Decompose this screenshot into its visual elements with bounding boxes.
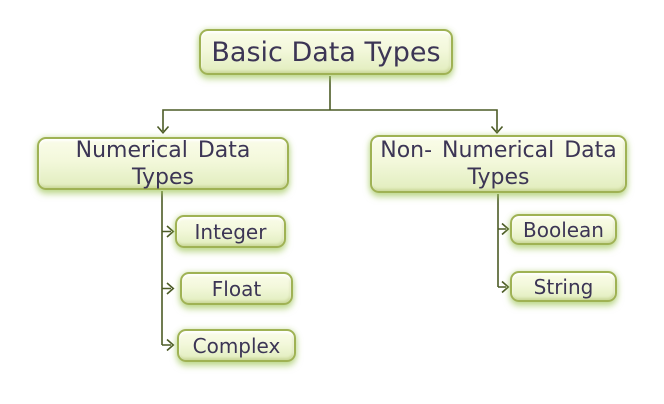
node-complex: Complex — [177, 329, 296, 362]
node-numerical-data-types: Numerical Data Types — [37, 137, 289, 190]
node-float-label: Float — [211, 276, 262, 301]
node-basic-data-types-label: Basic Data Types — [211, 36, 441, 68]
arrowhead-right-complex-icon — [166, 338, 175, 352]
arrowhead-right-string-icon — [501, 280, 510, 294]
node-basic-data-types: Basic Data Types — [199, 29, 453, 75]
arrowhead-down-left-icon — [156, 125, 170, 135]
node-non-numerical-data-types: Non- Numerical Data Types — [370, 135, 627, 193]
node-integer: Integer — [175, 215, 286, 248]
node-complex-label: Complex — [192, 333, 281, 358]
node-float: Float — [180, 272, 293, 305]
node-non-numerical-data-types-label: Non- Numerical Data Types — [380, 138, 617, 190]
arrowhead-right-boolean-icon — [501, 222, 510, 236]
node-string: String — [510, 271, 617, 302]
node-boolean-label: Boolean — [523, 217, 604, 242]
node-numerical-data-types-label: Numerical Data Types — [75, 137, 251, 190]
node-boolean: Boolean — [510, 214, 617, 245]
arrowhead-right-float-icon — [166, 282, 175, 295]
node-integer-label: Integer — [194, 219, 267, 244]
node-string-label: String — [533, 274, 594, 299]
connector-non-numerical-children — [497, 194, 506, 288]
connector-numerical-children — [161, 191, 171, 346]
arrowhead-right-integer-icon — [166, 225, 175, 238]
connector-root-branches — [162, 76, 498, 131]
arrowhead-down-right-icon — [490, 125, 504, 135]
